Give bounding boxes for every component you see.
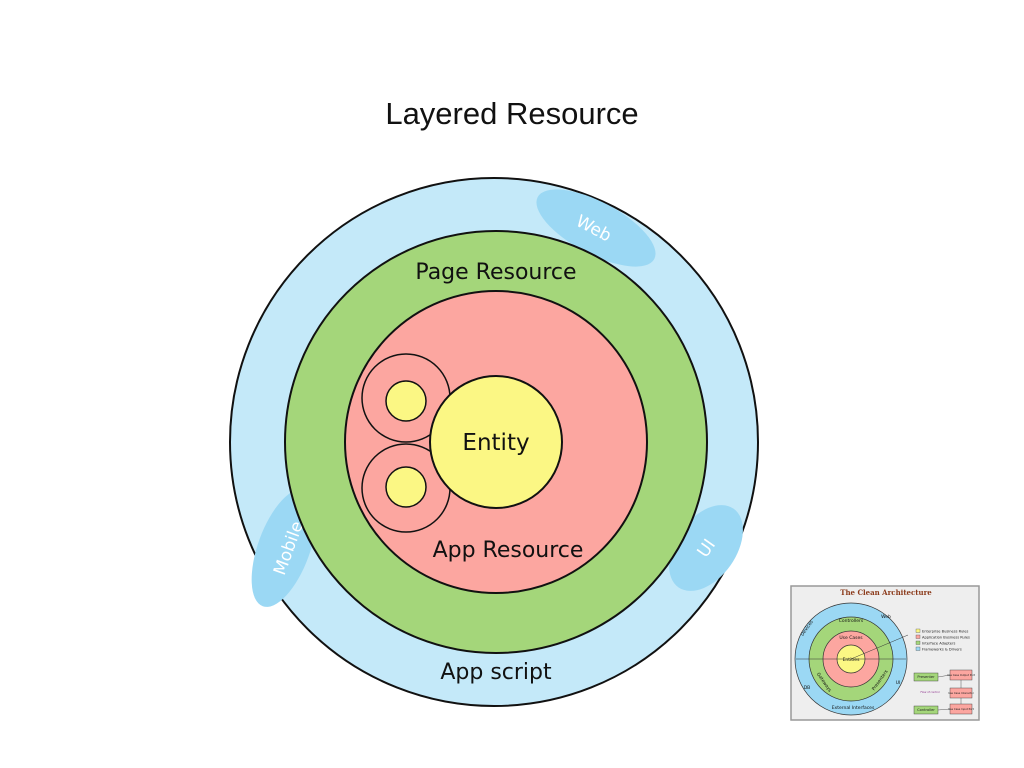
thumb-ui-label: UI bbox=[896, 680, 901, 686]
diagram-title: Layered Resource bbox=[385, 96, 639, 131]
legend-item: Frameworks & Drivers bbox=[922, 648, 962, 652]
app-resource-label: App Resource bbox=[433, 538, 584, 563]
legend-item: Application Business Rules bbox=[922, 636, 970, 640]
thumb-controllers-label: Controllers bbox=[839, 618, 864, 624]
entity-label: Entity bbox=[462, 430, 529, 456]
clean-architecture-thumbnail: The Clean Architecture Controllers Web D… bbox=[790, 585, 980, 721]
flow-interactor: Use Case Interactor bbox=[948, 691, 975, 695]
web-channel: Web bbox=[536, 189, 656, 267]
app-script-label: App script bbox=[440, 660, 552, 685]
flow-controller: Controller bbox=[917, 708, 935, 712]
thumb-entities-label: Entities bbox=[843, 657, 860, 663]
thumb-web-label: Web bbox=[881, 614, 891, 620]
thumb-external-label: External Interfaces bbox=[832, 705, 875, 711]
entity-core bbox=[429, 375, 563, 509]
legend-item: Enterprise Business Rules bbox=[922, 630, 968, 634]
flow-presenter: Presenter bbox=[917, 675, 935, 679]
thumb-usecases-label: Use Cases bbox=[839, 635, 863, 641]
legend-item: Interface Adapters bbox=[922, 642, 955, 646]
thumb-db-label: DB bbox=[804, 685, 811, 691]
page-resource-label: Page Resource bbox=[415, 260, 576, 285]
flow-of-control: Flow of control bbox=[920, 690, 939, 694]
flow-output-port: Use Case Output Port bbox=[947, 673, 975, 677]
thumbnail-title: The Clean Architecture bbox=[840, 588, 932, 597]
thumbnail-flow: Presenter Use Case Output Port Use Case … bbox=[913, 669, 975, 715]
flow-input-port: Use Case Input Port bbox=[948, 707, 974, 711]
thumbnail-legend: Enterprise Business Rules Application Bu… bbox=[915, 628, 970, 652]
